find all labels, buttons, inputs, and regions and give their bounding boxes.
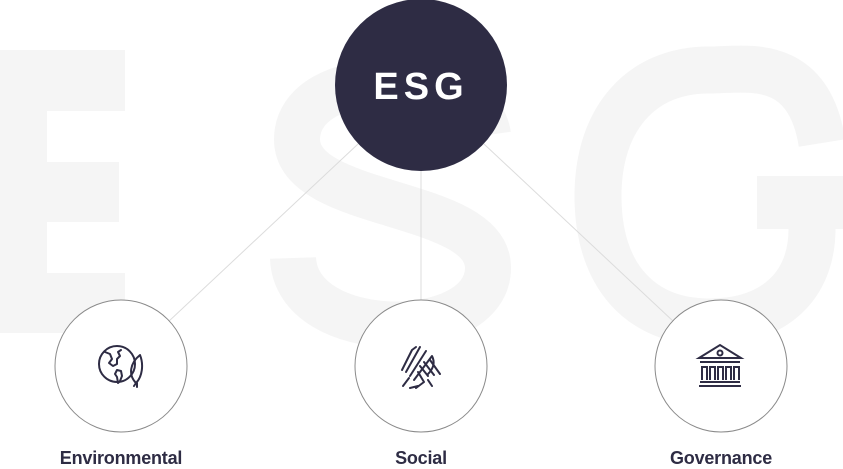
globe-leaf-icon <box>98 345 144 388</box>
bank-building-icon <box>695 343 745 387</box>
governance-label: Governance <box>669 448 773 468</box>
social-label: Social <box>395 448 447 468</box>
center-circle <box>335 0 507 171</box>
watermark-letter-g-bar <box>757 176 843 229</box>
center-label: ESG <box>373 66 468 108</box>
watermark-letter-e <box>0 50 125 333</box>
environmental-label: Environmental <box>59 448 183 468</box>
environmental-circle <box>54 299 188 433</box>
clasped-hands-icon <box>401 346 441 389</box>
